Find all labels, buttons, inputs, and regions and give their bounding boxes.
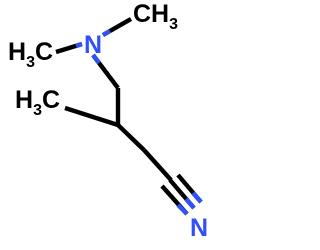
bond-ch-methyl-branch xyxy=(64,105,119,128)
structure-diagram: CH3 H3C N H3C N xyxy=(8,0,208,242)
bond-ch2-ch2 xyxy=(142,148,173,182)
triple-bond-blue-1 xyxy=(184,197,196,210)
bond-n-down-blue xyxy=(91,53,101,65)
amine-bond-nitrogen-side xyxy=(75,29,112,65)
triple-bond-blue-3 xyxy=(176,203,189,216)
atom-methyl-top-left: H3C xyxy=(8,38,53,71)
bond-ch-ch2-lower xyxy=(116,123,146,152)
nitrile-bond-nitrogen-side xyxy=(176,191,203,216)
bond-n-right-blue xyxy=(101,29,112,37)
triple-bond-blue-2 xyxy=(191,191,203,204)
atom-methyl-top-right: CH3 xyxy=(133,0,178,33)
atom-nitrogen-amine: N xyxy=(84,31,102,59)
atom-labels: CH3 H3C N H3C N xyxy=(8,0,208,242)
bond-n-left-blue xyxy=(75,41,83,49)
molecule-canvas: CH3 H3C N H3C N xyxy=(8,0,208,242)
atom-methyl-branch: H3C xyxy=(15,86,60,119)
atom-nitrogen-nitrile: N xyxy=(190,214,208,242)
bonds xyxy=(55,17,173,182)
